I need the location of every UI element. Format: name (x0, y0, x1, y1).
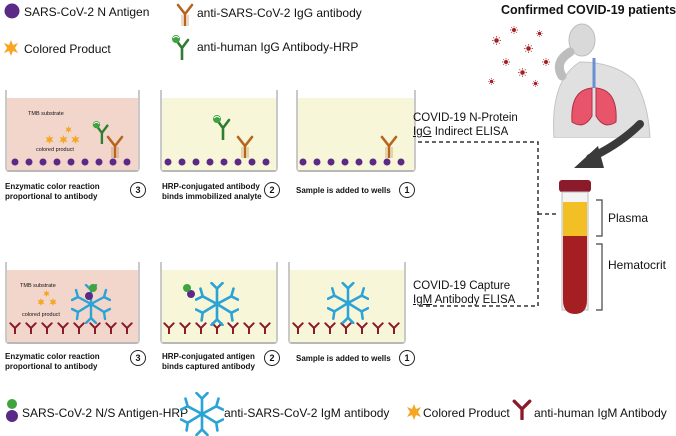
igm-caption-3: Enzymatic color reaction proportional to… (5, 352, 100, 371)
hematocrit-label: Hematocrit (608, 258, 667, 272)
igg-assay-underlined: IgG (413, 126, 432, 138)
igm-well-contents (9, 282, 400, 334)
igg-tmb-substrate-label: TMB substrate (28, 111, 64, 117)
plasma-label: Plasma (608, 211, 649, 225)
igm-assay-rest: Antibody ELISA (432, 294, 516, 306)
igm-assay-line1: COVID-19 Capture (413, 280, 511, 292)
igm-tmb-substrate-label: TMB substrate (20, 283, 56, 289)
igm-step-2: 2 (264, 350, 280, 366)
igm-antibody-icon (180, 392, 224, 436)
igg-assay-line2: IgG Indirect ELISA (413, 125, 518, 139)
igg-well-2 (160, 90, 278, 172)
igm-caption-2: HRP-conjugated antigen binds captured an… (162, 352, 255, 371)
igm-colored-product-label: colored product (22, 312, 60, 318)
human-igm-icon (512, 398, 532, 420)
patients-title: Confirmed COVID-19 patients (501, 3, 676, 17)
igg-colored-product-label: colored product (36, 147, 74, 153)
igm-well-3 (5, 262, 140, 344)
legend-bottom-colored-product-label: Colored Product (423, 406, 510, 420)
legend-igg-antibody-label: anti-SARS-CoV-2 IgG antibody (197, 6, 362, 20)
dashed-connector (418, 141, 558, 307)
igg-assay-rest: Indirect ELISA (431, 126, 509, 138)
igm-assay-label: COVID-19 Capture IgM Antibody ELISA (413, 279, 515, 307)
bottom-colored-product-icon (406, 404, 422, 420)
legend-hrp-antibody-label: anti-human IgG Antibody-HRP (197, 40, 359, 54)
igg-step-2: 2 (264, 182, 280, 198)
igg-assay-line1: COVID-19 N-Protein (413, 112, 518, 124)
igm-step-1: 1 (399, 350, 415, 366)
igg-well-3 (5, 90, 140, 172)
igg-assay-label: COVID-19 N-Protein IgG Indirect ELISA (413, 111, 518, 139)
igm-assay-underlined: IgM (413, 294, 433, 306)
legend-colored-product-label: Colored Product (24, 42, 111, 56)
igg-caption-1: Sample is added to wells (296, 186, 391, 195)
ns-antigen-hrp-icon (6, 399, 18, 422)
hrp-antibody-icon (170, 34, 192, 60)
igm-caption-1: Sample is added to wells (296, 354, 391, 363)
igg-antibody-icon (175, 2, 195, 26)
legend-ns-antigen-hrp-label: SARS-CoV-2 N/S Antigen-HRP (22, 406, 189, 420)
igg-step-3: 3 (130, 182, 146, 198)
igg-well-contents (11, 114, 405, 166)
curved-arrow-icon (574, 120, 644, 168)
legend-igm-antibody-label: anti-SARS-CoV-2 IgM antibody (224, 406, 390, 420)
igg-caption-3: Enzymatic color reaction proportional to… (5, 182, 100, 201)
tube-bracket (596, 199, 603, 311)
patient-coughing-figure (488, 23, 651, 138)
igg-step-1: 1 (399, 182, 415, 198)
igm-assay-line2: IgM Antibody ELISA (413, 293, 515, 307)
legend-n-antigen-label: SARS-CoV-2 N Antigen (24, 5, 150, 19)
blood-tube (559, 180, 591, 314)
igg-caption-2: HRP-conjugated antibody binds immobilize… (162, 182, 262, 201)
igm-step-3: 3 (130, 350, 146, 366)
legend-human-igm-label: anti-human IgM Antibody (534, 406, 667, 420)
colored-product-icon (3, 40, 19, 56)
igg-well-1 (296, 90, 416, 172)
n-antigen-icon (4, 3, 20, 19)
